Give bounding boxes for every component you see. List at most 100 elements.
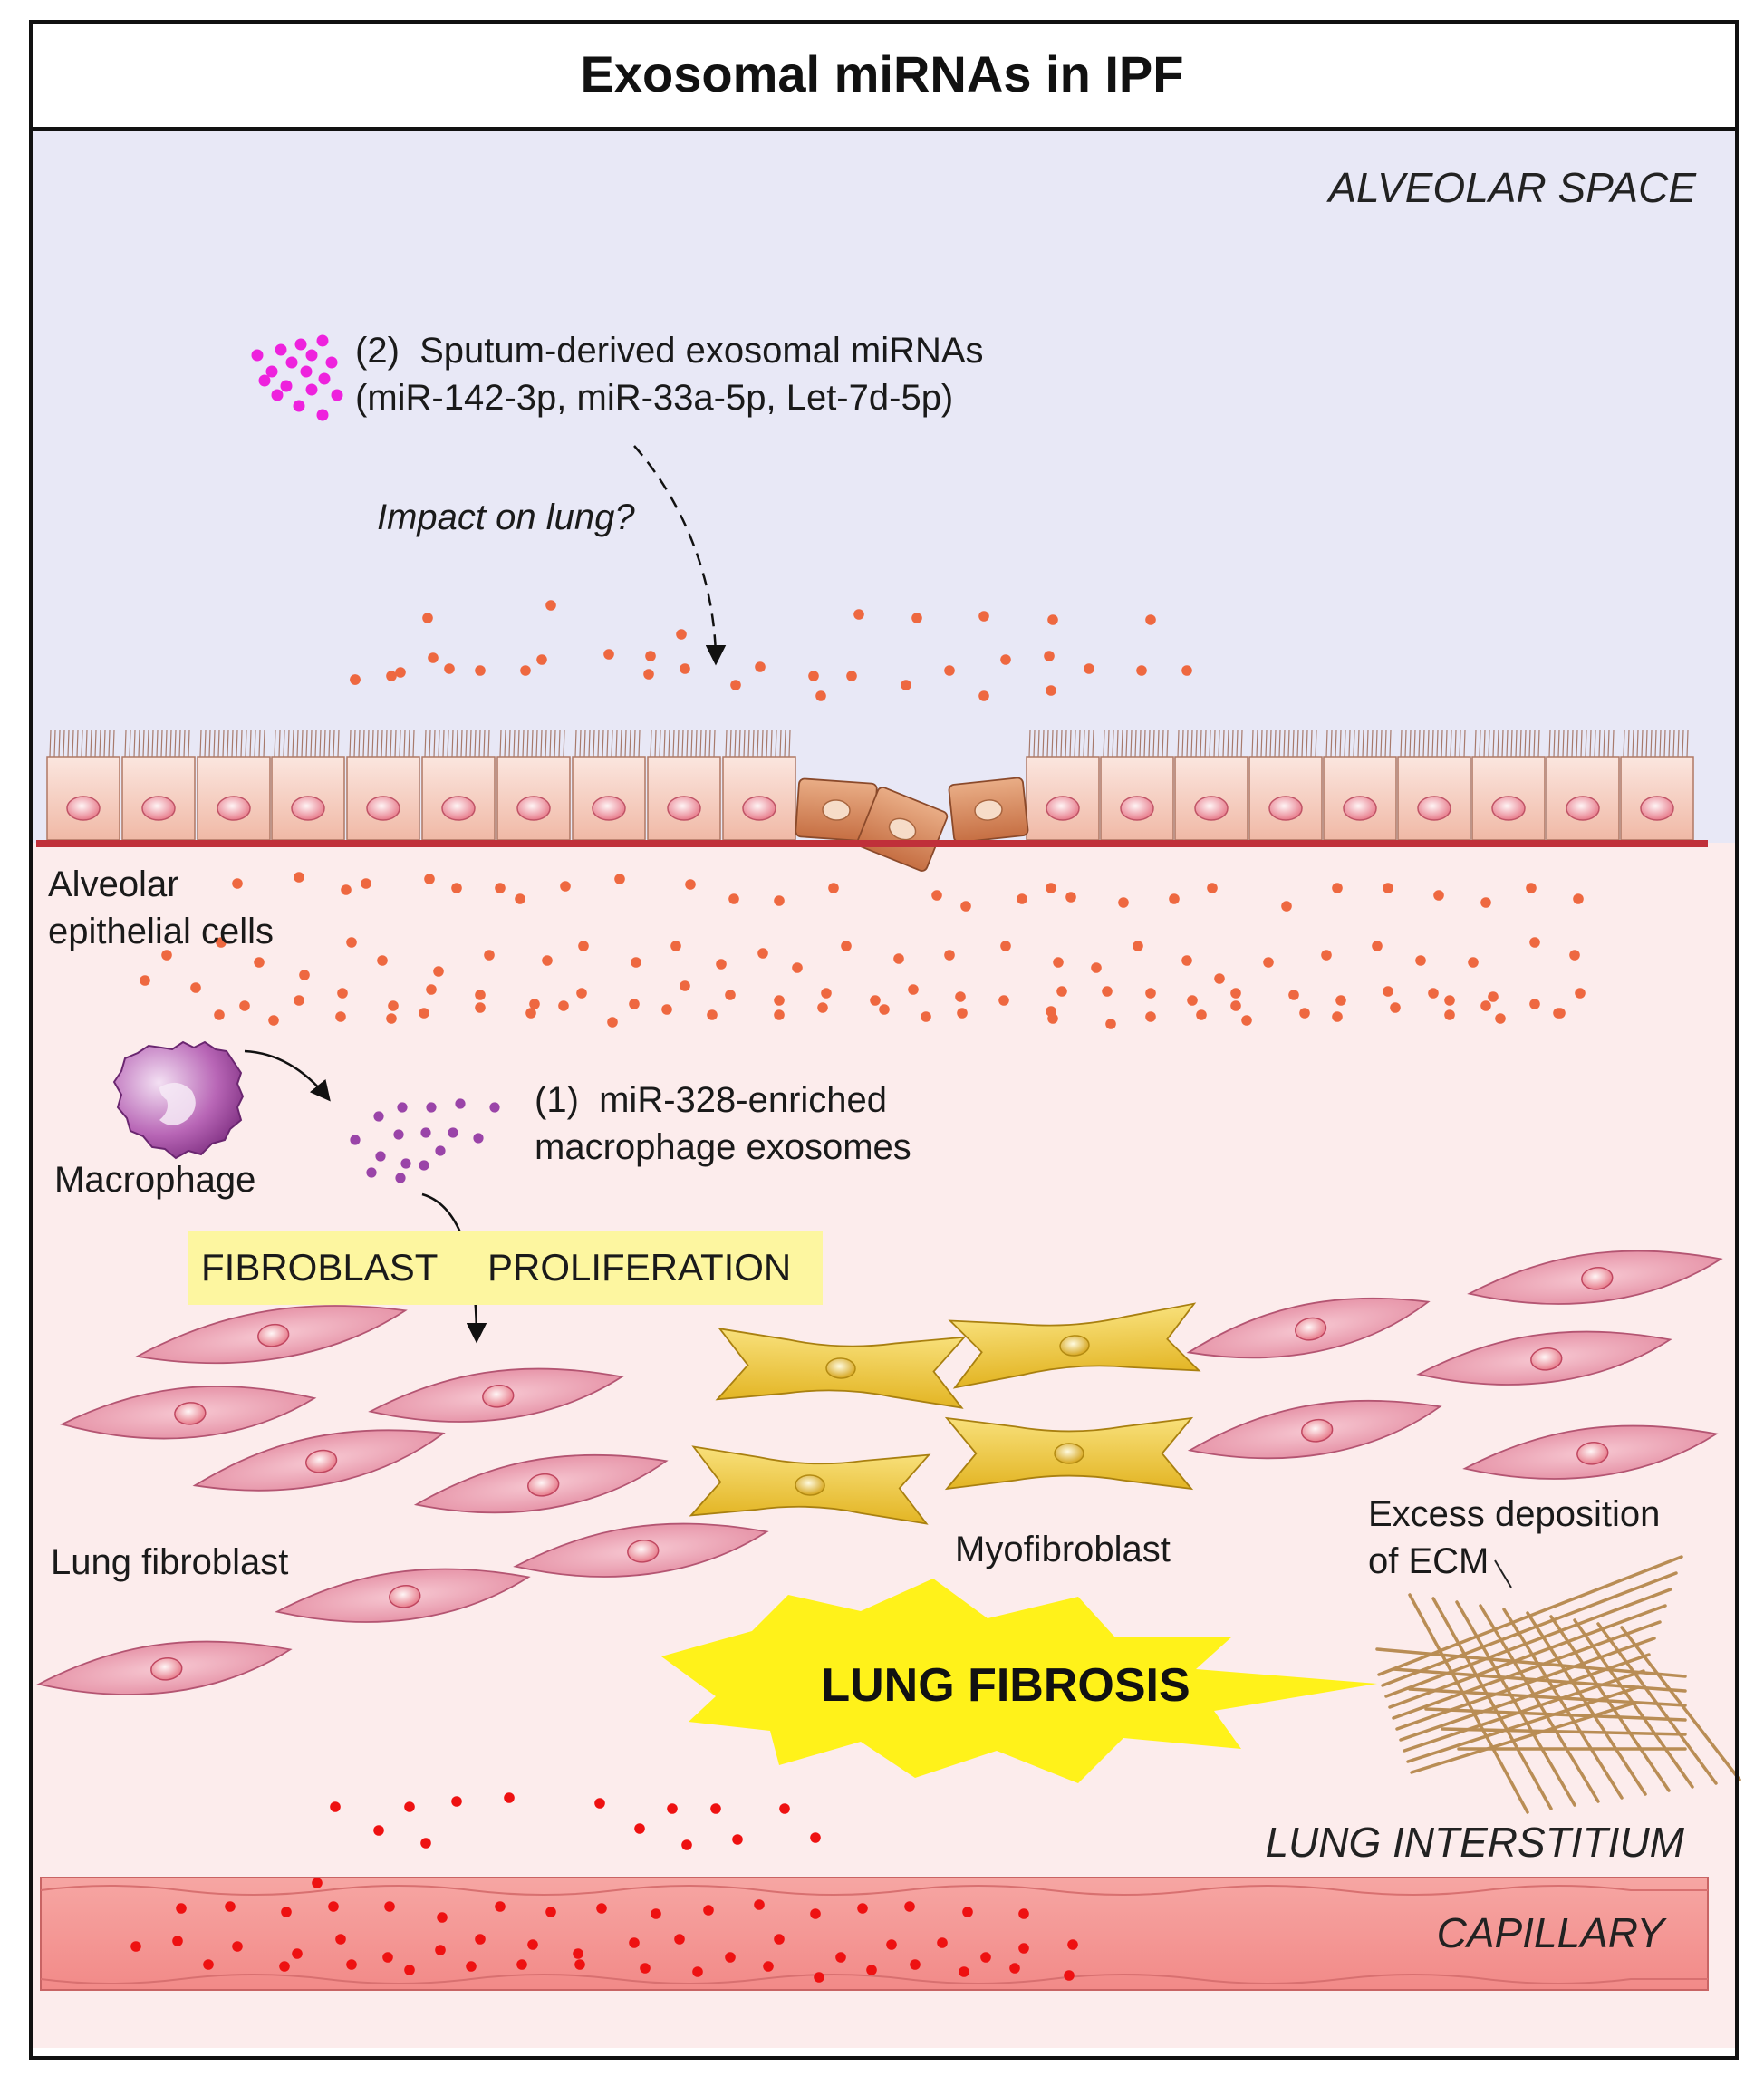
exosome-dot bbox=[1053, 957, 1064, 968]
exosome-dot bbox=[893, 953, 904, 964]
lung-fibroblasts bbox=[36, 1250, 1723, 1695]
exosome-dot bbox=[504, 1792, 515, 1803]
ecm-fiber bbox=[1392, 1620, 1662, 1720]
exosome-dot bbox=[294, 872, 304, 883]
macrophage-to-exosome-arrow bbox=[244, 1049, 331, 1102]
exosome-dot bbox=[1181, 955, 1192, 966]
exosome-dot bbox=[527, 1939, 538, 1950]
exosome-dot bbox=[545, 1907, 556, 1917]
ecm-fiber bbox=[1502, 1608, 1624, 1800]
exosome-dot bbox=[280, 380, 293, 392]
ecm-fiber bbox=[1479, 1604, 1600, 1803]
exosome-dot bbox=[959, 1966, 969, 1977]
exosome-dot bbox=[1009, 1963, 1020, 1974]
exosome-dot bbox=[330, 1801, 341, 1812]
exosome-dot bbox=[1044, 651, 1055, 661]
exosome-dot bbox=[1046, 883, 1056, 893]
exosome-dot bbox=[384, 1901, 395, 1912]
ecm-fiber bbox=[1424, 1707, 1687, 1722]
exosome-dot bbox=[576, 988, 587, 999]
exosome-dot bbox=[1230, 1000, 1241, 1011]
exosome-dot bbox=[232, 1941, 243, 1952]
exosome-dot bbox=[386, 671, 397, 681]
exosome-dot bbox=[814, 1972, 824, 1983]
exosome-dot bbox=[603, 649, 614, 660]
myofibroblast-cell bbox=[944, 1416, 1194, 1491]
exosome-dot bbox=[305, 349, 318, 362]
exosome-dot bbox=[732, 1834, 743, 1845]
exosome-dot bbox=[725, 990, 736, 1000]
ecm-fiber bbox=[1549, 1615, 1671, 1792]
exosome-dot bbox=[1169, 893, 1180, 904]
exosome-dot bbox=[1495, 1013, 1506, 1024]
exosome-dot bbox=[810, 1908, 821, 1919]
ecm-fiber bbox=[1526, 1611, 1647, 1796]
exosome-dot bbox=[172, 1936, 183, 1946]
exosome-dot bbox=[373, 1825, 384, 1836]
fibroblast-cell bbox=[1467, 1250, 1723, 1305]
alveolar-space-background bbox=[29, 127, 1735, 843]
damaged-epithelial-cell bbox=[948, 777, 1029, 844]
exosome-dot bbox=[755, 661, 766, 672]
ecm-fiber bbox=[1408, 1687, 1687, 1707]
exosome-dot bbox=[944, 665, 955, 676]
exosome-dot bbox=[1415, 955, 1426, 966]
epithelial-cell bbox=[1323, 729, 1397, 841]
fibroblast-cell bbox=[134, 1305, 408, 1365]
epithelial-cell bbox=[1620, 729, 1694, 841]
exosome-dot bbox=[331, 389, 343, 401]
exosome-dot bbox=[489, 1102, 500, 1113]
ecm-mesh bbox=[1375, 1555, 1741, 1814]
exosome-dot bbox=[853, 609, 864, 620]
ecm-fiber bbox=[1375, 1647, 1687, 1678]
exosome-dot bbox=[275, 343, 287, 356]
exosome-dot bbox=[1299, 1008, 1310, 1019]
exosome-dot bbox=[879, 1004, 890, 1015]
fibroblast-cell bbox=[1187, 1399, 1442, 1460]
exosome-dot bbox=[203, 1959, 214, 1970]
exosome-dot bbox=[281, 1907, 292, 1917]
exosome-dot bbox=[1056, 986, 1067, 997]
exosome-dot bbox=[437, 1912, 448, 1923]
exosome-dot bbox=[629, 999, 640, 1009]
exosome-dot bbox=[520, 665, 531, 676]
epithelial-cell bbox=[572, 729, 646, 841]
exosome-dot bbox=[400, 1158, 411, 1169]
exosome-dot bbox=[140, 975, 150, 986]
exosome-dot bbox=[130, 1941, 141, 1952]
exosome-dot bbox=[316, 409, 329, 421]
exosome-dot bbox=[475, 1002, 486, 1013]
fibroblast-cell bbox=[36, 1640, 293, 1695]
exosome-dot bbox=[451, 883, 462, 893]
exosome-dot bbox=[268, 1015, 279, 1026]
exosome-dot bbox=[515, 893, 525, 904]
exosome-dot bbox=[574, 1959, 585, 1970]
exosome-dot bbox=[629, 1937, 640, 1948]
exosome-dot bbox=[1433, 890, 1444, 901]
exosome-dot bbox=[944, 950, 955, 961]
exosome-dot bbox=[393, 1129, 404, 1140]
exosome-dot bbox=[1207, 883, 1218, 893]
exosome-dot bbox=[978, 690, 989, 701]
lung-fibrosis-label: LUNG FIBROSIS bbox=[821, 1659, 1190, 1712]
exosome-dot bbox=[1526, 883, 1537, 893]
exosome-dot bbox=[239, 1000, 250, 1011]
exosome-dot bbox=[404, 1801, 415, 1812]
exosome-dot bbox=[578, 941, 589, 951]
ecm-fiber bbox=[1392, 1667, 1687, 1693]
exosome-dot bbox=[1335, 995, 1346, 1006]
exosome-dot bbox=[294, 338, 307, 351]
exosome-dot bbox=[1230, 988, 1241, 999]
exosome-dot bbox=[870, 995, 881, 1006]
exosome-dot bbox=[1480, 897, 1491, 908]
impact-arrow bbox=[633, 445, 727, 666]
exosome-dot bbox=[1390, 1002, 1401, 1013]
exosome-dot bbox=[817, 1002, 828, 1013]
exosome-dot bbox=[305, 383, 318, 396]
exosome-dot bbox=[346, 1959, 357, 1970]
exosome-dot bbox=[594, 1798, 605, 1809]
exosome-dot bbox=[560, 881, 571, 892]
exosome-dot bbox=[382, 1952, 393, 1963]
capillary-label: CAPILLARY bbox=[1436, 1909, 1664, 1956]
exosome-dot bbox=[661, 1004, 672, 1015]
